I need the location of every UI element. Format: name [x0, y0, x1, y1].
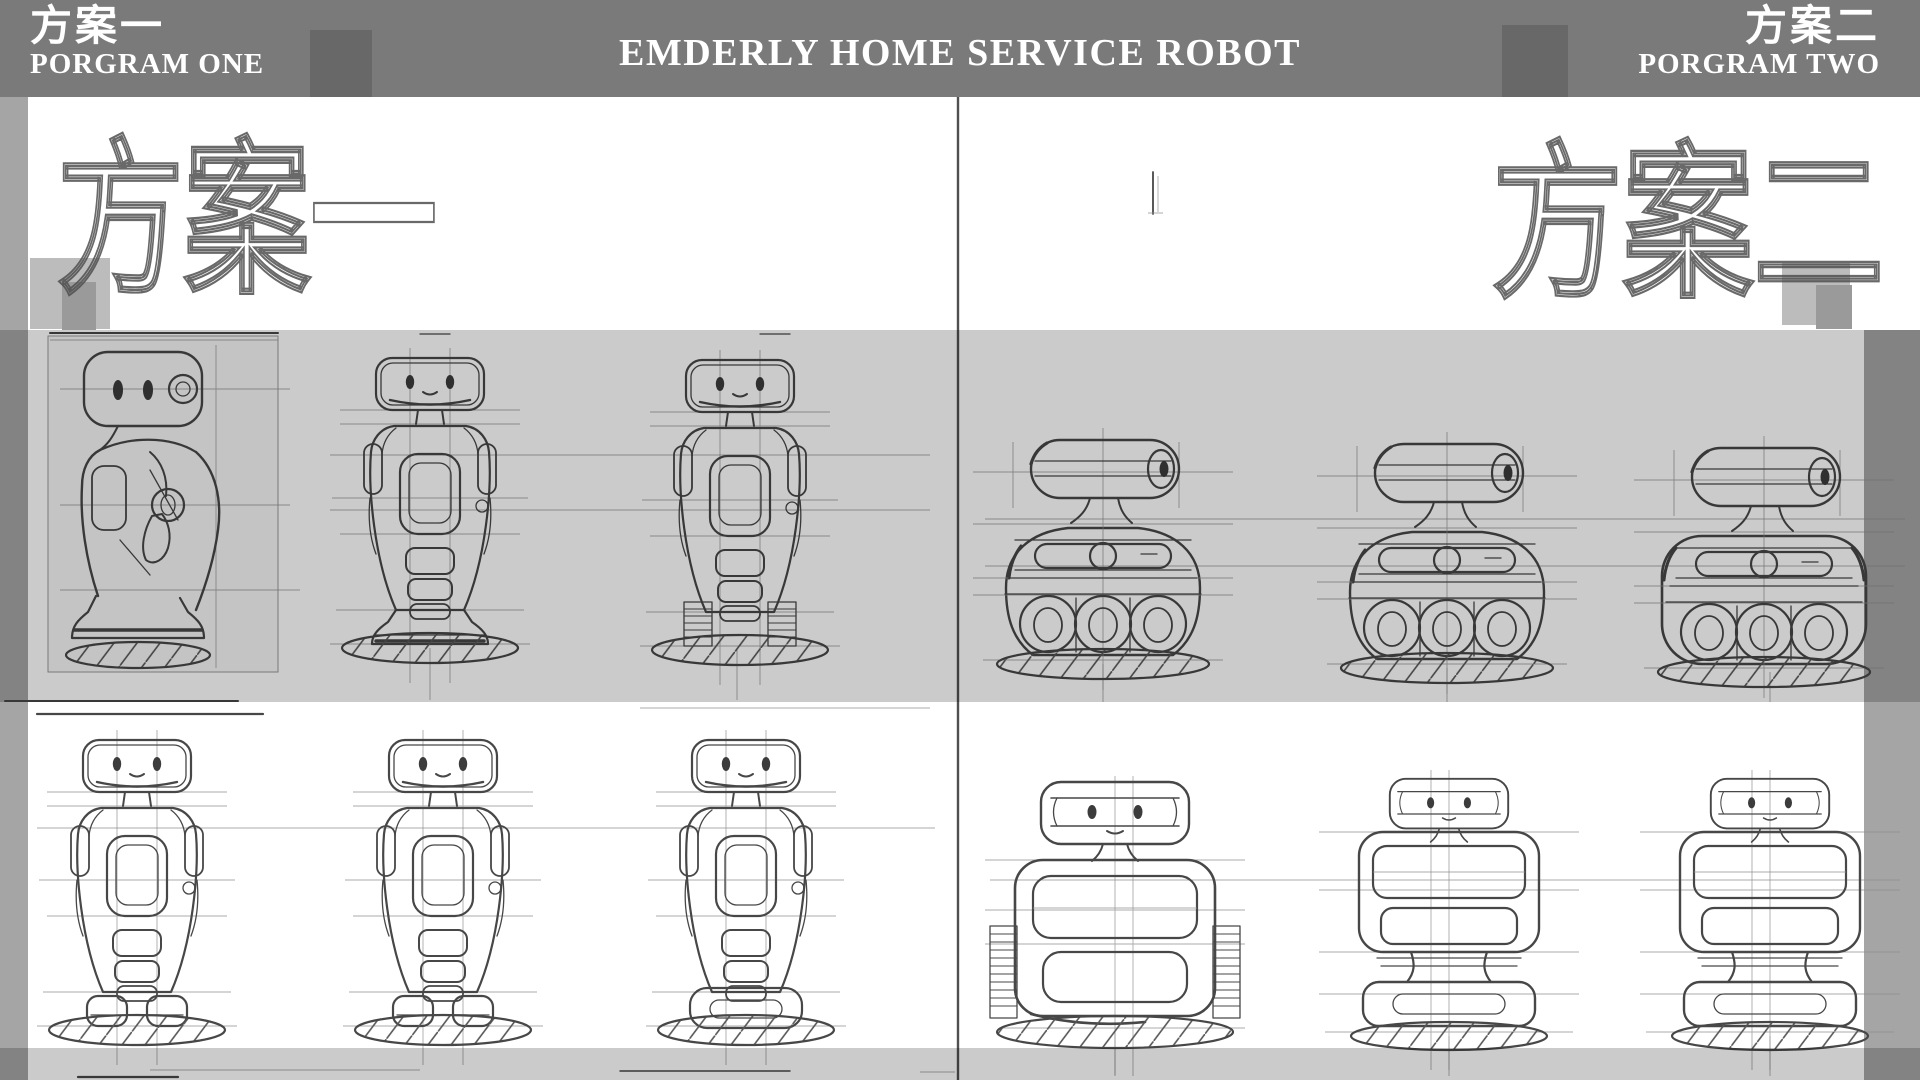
sketch-label-program-one: 方案一	[57, 126, 437, 314]
bottom-gray-band	[0, 1048, 1920, 1080]
right-margin-strip	[1864, 330, 1920, 1080]
title-bar: 方案一 PORGRAM ONE EMDERLY HOME SERVICE ROB…	[0, 0, 1920, 97]
program-one-header: 方案一 PORGRAM ONE	[30, 2, 264, 81]
header-square-left	[310, 30, 372, 97]
sketch-boxy-robot-large	[985, 776, 1245, 1076]
header-square-right	[1502, 25, 1568, 97]
program-two-header: 方案二 PORGRAM TWO	[1638, 2, 1880, 81]
board-title: EMDERLY HOME SERVICE ROBOT	[618, 32, 1301, 74]
program-two-title-cn: 方案二	[1744, 2, 1880, 49]
sketch-boxy-robot-2	[1319, 770, 1579, 1070]
decor-square-left-dark	[62, 282, 96, 330]
sketch-humanoid-front-feet-2	[343, 730, 543, 1065]
sketch-humanoid-side-view	[47, 332, 300, 673]
program-one-title-en: PORGRAM ONE	[30, 48, 265, 81]
decor-square-right-dark	[1816, 285, 1852, 329]
program-one-title-cn: 方案一	[30, 2, 166, 49]
sketch-humanoid-front-feet-1	[37, 730, 237, 1065]
middle-gray-band	[0, 330, 1920, 702]
sketch-boxy-robot-3	[1640, 770, 1900, 1070]
left-margin-strip	[0, 97, 28, 1080]
stray-pencil-marks	[419, 171, 1163, 335]
program-two-title-en: PORGRAM TWO	[1638, 48, 1880, 81]
sketch-humanoid-front-bumper	[646, 730, 846, 1065]
sketch-label-program-two: 方案二	[1492, 130, 1884, 318]
accent-lines	[4, 700, 955, 1079]
